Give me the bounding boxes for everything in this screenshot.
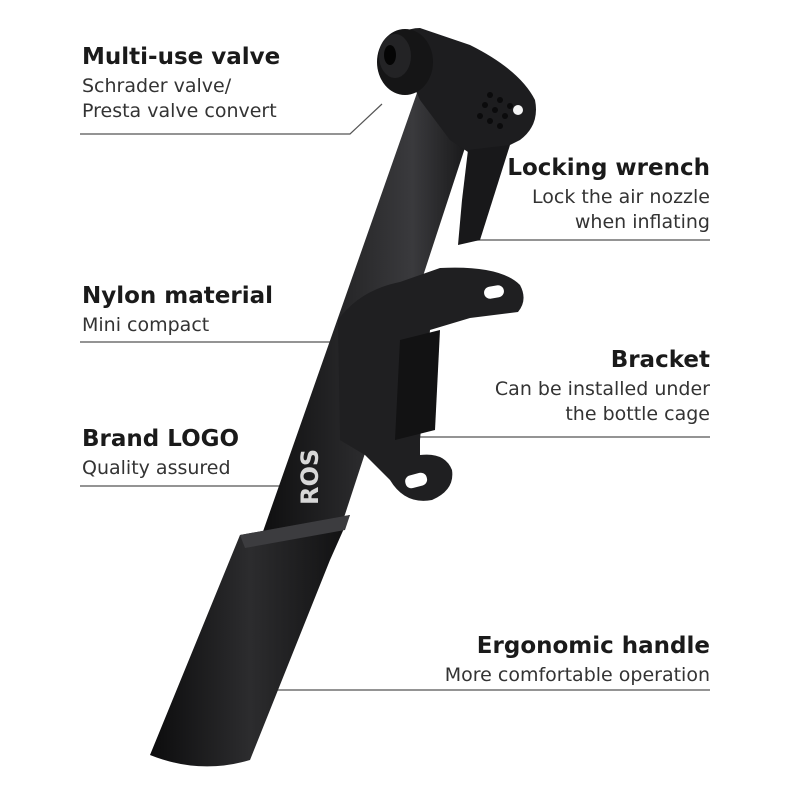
callout-title: Multi-use valve: [82, 44, 281, 70]
locking-lever: [458, 145, 510, 245]
callout-text: Quality assured: [82, 457, 231, 479]
callout-text: Lock the air nozzle: [532, 186, 710, 208]
callout-brand-logo: Brand LOGO Quality assured: [82, 428, 239, 478]
callout-text: Can be installed under: [494, 378, 710, 400]
callout-text: the bottle cage: [565, 403, 710, 425]
callout-title: Nylon material: [82, 283, 274, 309]
callout-text: when inflating: [574, 211, 710, 233]
callout-bracket: Bracket Can be installed under the bottl…: [495, 349, 710, 424]
callout-text: Presta valve convert: [82, 100, 277, 122]
callout-nylon-material: Nylon material Mini compact: [82, 285, 273, 335]
brand-logo-text: ROS: [296, 449, 324, 505]
callout-text: Mini compact: [82, 314, 210, 336]
callout-text: Schrader valve/: [82, 75, 232, 97]
leader-lines: [80, 103, 710, 691]
valve-head: [377, 28, 536, 160]
leader-line-valve: [80, 103, 383, 135]
callout-title: Locking wrench: [507, 155, 710, 181]
callout-ergonomic-handle: Ergonomic handle More comfortable operat…: [445, 635, 710, 685]
bracket: [338, 267, 524, 501]
pump-handle: [150, 515, 350, 767]
callout-title: Bracket: [610, 347, 710, 373]
callout-title: Brand LOGO: [82, 426, 240, 452]
callout-title: Ergonomic handle: [476, 633, 710, 659]
callout-text: More comfortable operation: [444, 664, 710, 686]
callout-locking-wrench: Locking wrench Lock the air nozzle when …: [507, 157, 710, 232]
callout-multi-use-valve: Multi-use valve Schrader valve/ Presta v…: [82, 46, 280, 121]
